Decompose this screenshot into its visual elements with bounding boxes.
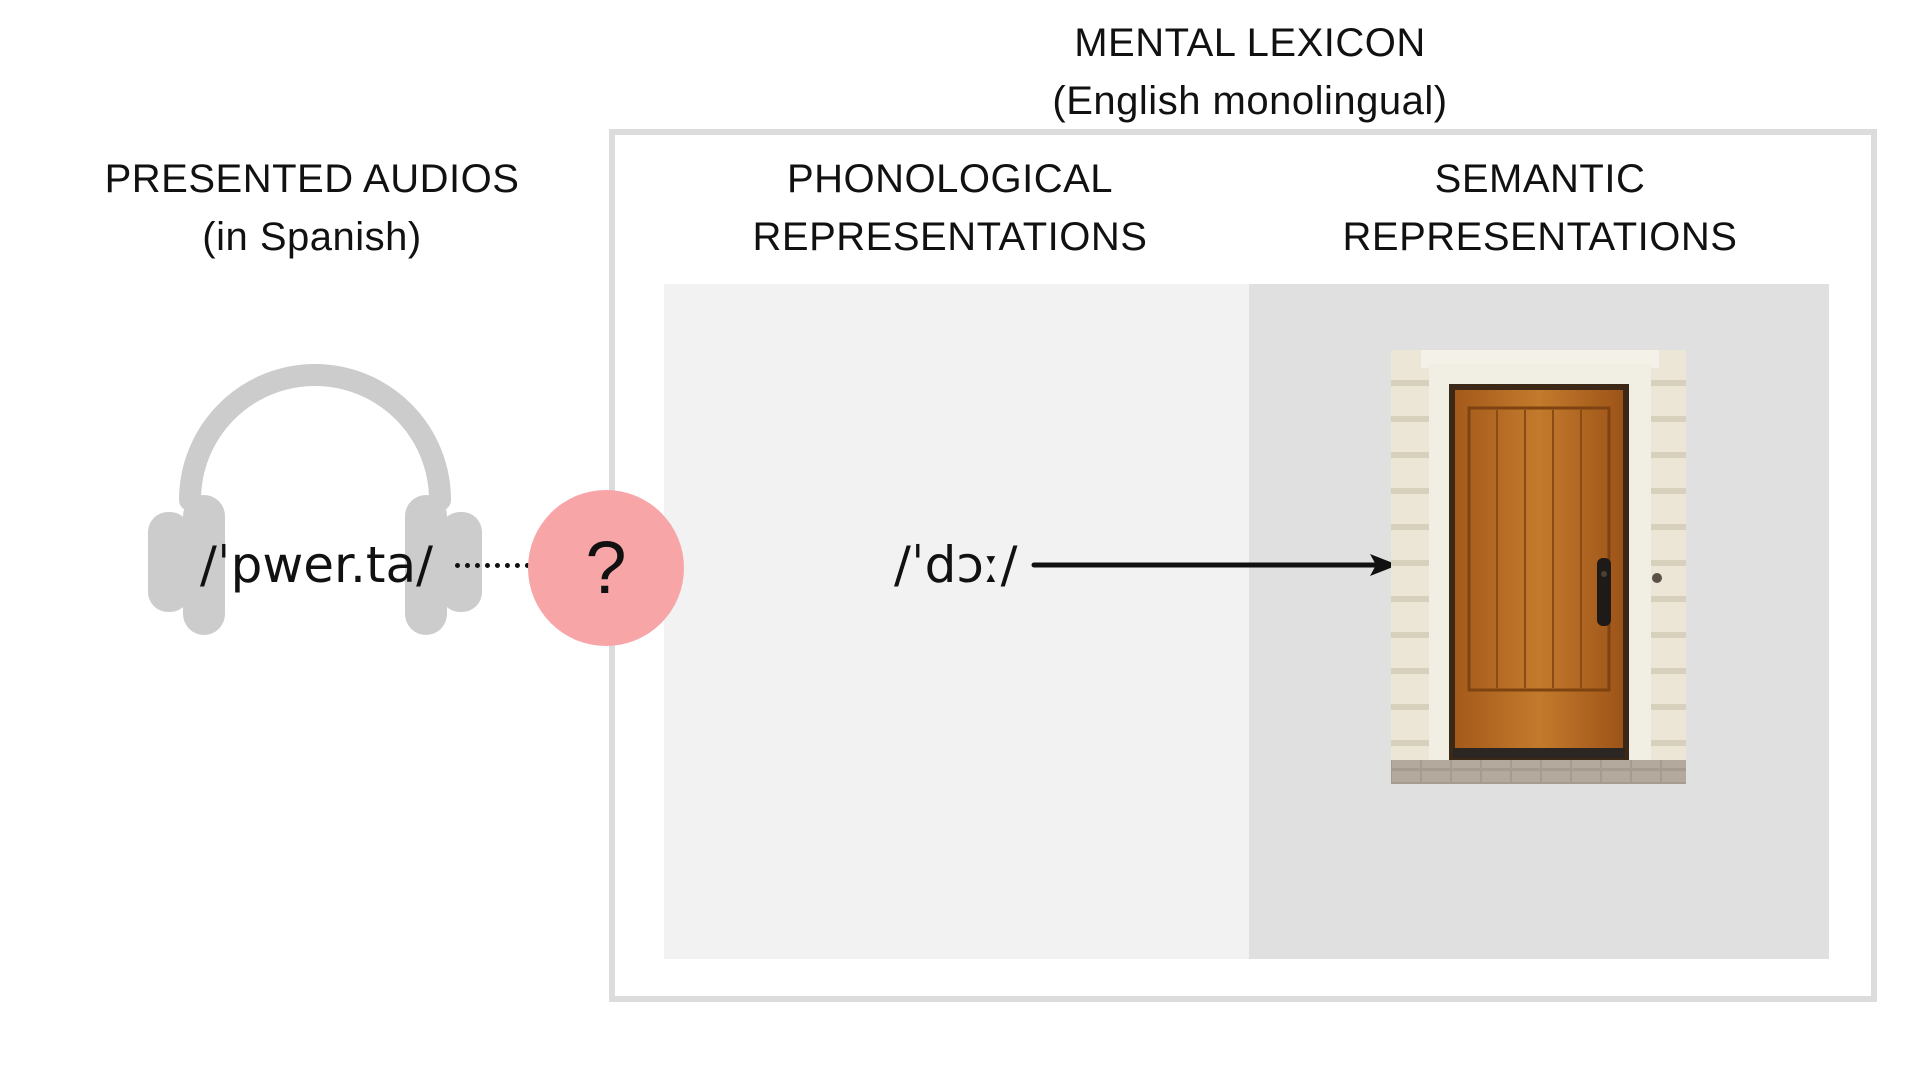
mental-lexicon-title-line1: MENTAL LEXICON [1074,21,1426,65]
presented-audios-title-line1: PRESENTED AUDIOS [104,157,520,201]
mental-lexicon-title-line2: (English monolingual) [1052,79,1448,123]
semantic-title-line2: REPRESENTATIONS [1342,215,1738,259]
presented-audios-title-line2: (in Spanish) [202,215,422,259]
question-circle: ? [528,490,684,646]
phonological-title: PHONOLOGICAL REPRESENTATIONS [700,150,1200,266]
mental-lexicon-title: MENTAL LEXICON (English monolingual) [1000,14,1500,130]
phonological-title-line1: PHONOLOGICAL [786,157,1114,201]
arrow-connector [1031,554,1398,576]
question-mark: ? [585,526,627,609]
phonological-panel [664,284,1249,959]
semantic-title-line1: SEMANTIC [1434,157,1646,201]
presented-audios-title: PRESENTED AUDIOS (in Spanish) [92,150,532,266]
semantic-title: SEMANTIC REPRESENTATIONS [1290,150,1790,266]
door-image [1391,350,1686,784]
phonological-title-line2: REPRESENTATIONS [752,215,1148,259]
spanish-word-transcription: /ˈpwer.ta/ [200,536,433,594]
dotted-connector [455,563,530,568]
headphones-icon [148,364,482,635]
english-word-transcription: /ˈdɔː/ [894,536,1018,594]
